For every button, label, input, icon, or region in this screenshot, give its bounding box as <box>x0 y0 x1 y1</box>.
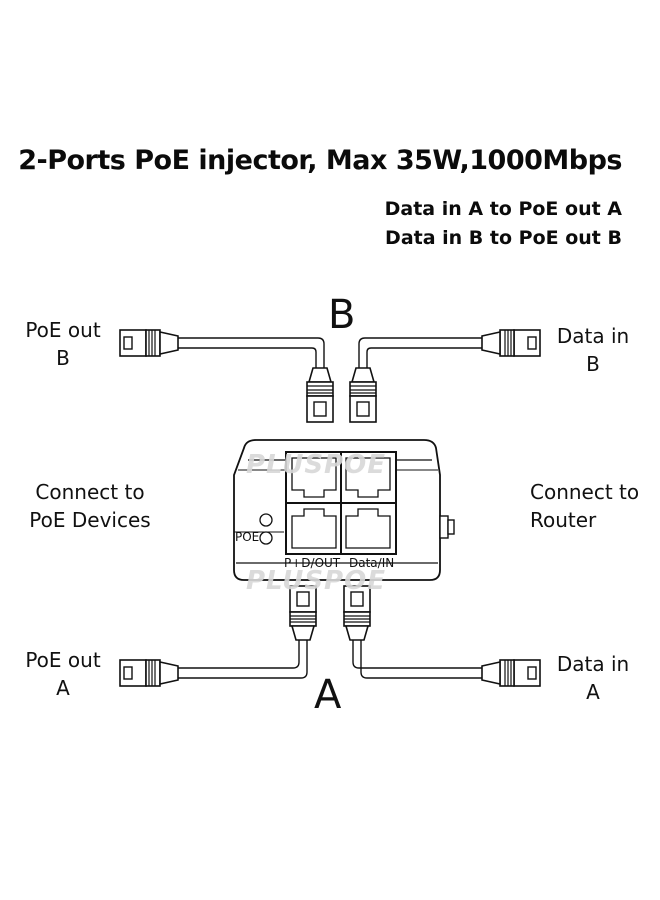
port-label-out: P+D/OUT <box>284 556 341 570</box>
page-title: 2-Ports PoE injector, Max 35W,1000Mbps <box>18 145 622 176</box>
label-connect-router: Connect to Router <box>530 480 640 532</box>
brand-watermark-top: PLUSPOE <box>246 450 386 480</box>
led-poe <box>259 531 273 545</box>
label-connect-poe-devices: Connect to PoE Devices <box>29 480 151 532</box>
cable-data-in-b <box>358 337 482 368</box>
cable-poe-out-b <box>178 337 325 368</box>
cable-data-in-a <box>352 640 482 669</box>
poe-led-label: POE <box>235 530 260 544</box>
port-label-in: Data/IN <box>349 556 395 570</box>
cable-poe-out-a <box>178 640 300 669</box>
brand-watermark-bottom: PLUSPOE <box>246 566 386 596</box>
label-poe-out-b: PoE out B <box>25 318 101 370</box>
label-b-letter: B <box>328 292 356 338</box>
label-data-in-a: Data in A <box>556 652 630 704</box>
subtitle-line-1: Data in A to PoE out A <box>384 198 622 220</box>
subtitle-line-2: Data in B to PoE out B <box>385 227 622 249</box>
led-1 <box>259 513 273 527</box>
label-data-in-b: Data in B <box>556 324 630 376</box>
label-poe-out-a: PoE out A <box>25 648 101 700</box>
label-a-letter: A <box>314 672 342 718</box>
